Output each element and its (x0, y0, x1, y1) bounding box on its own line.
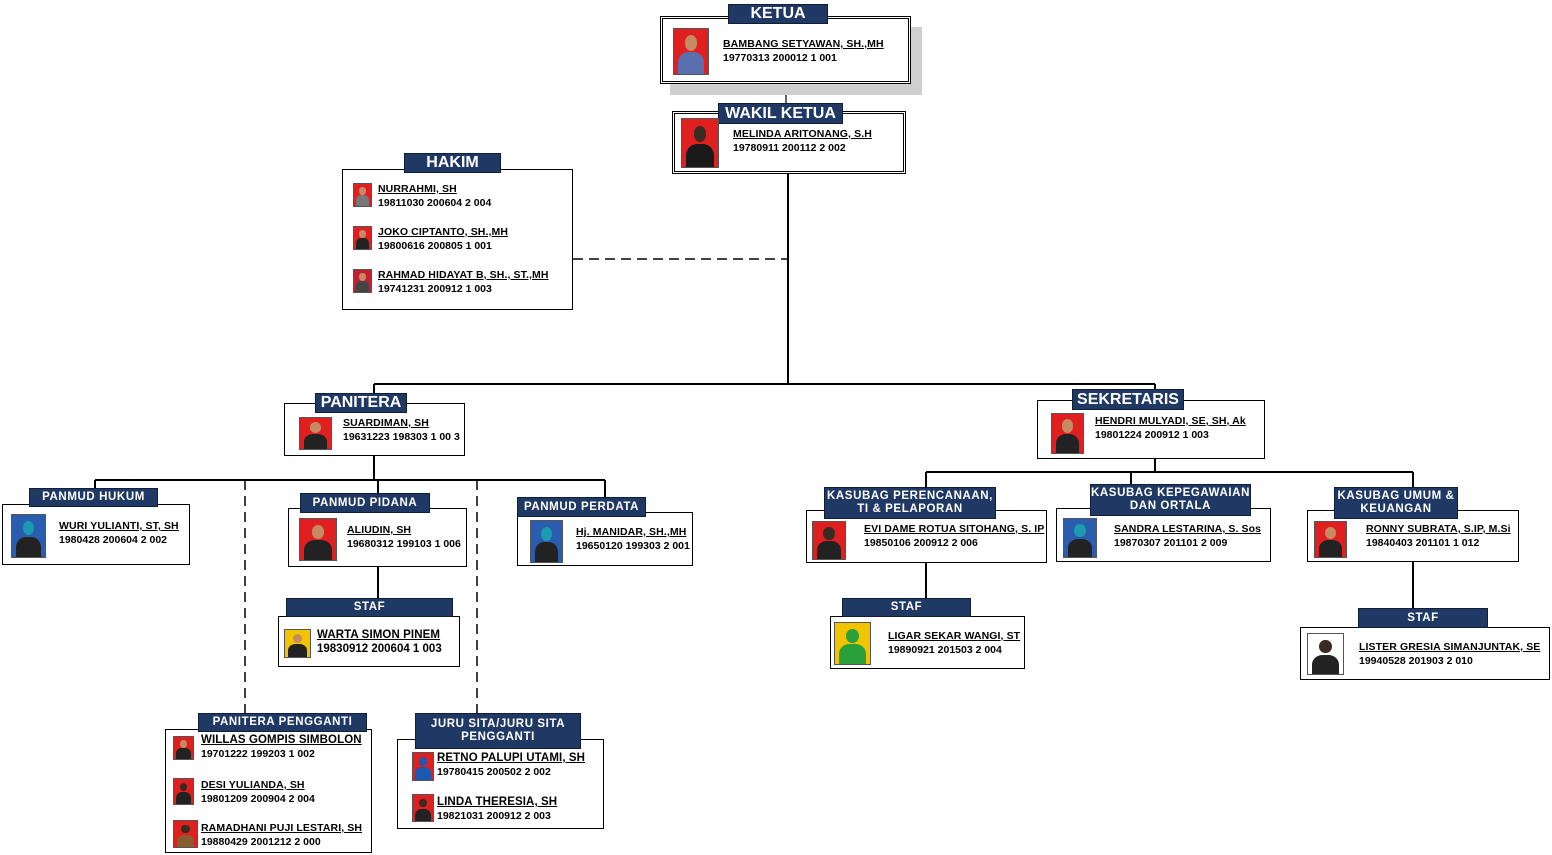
kasubag-kepegawaian-title: KASUBAG KEPEGAWAIAN DAN ORTALA (1090, 484, 1251, 516)
person-name: ALIUDIN, SH (347, 524, 412, 536)
person-nip: 19840403 201101 1 012 (1366, 537, 1480, 549)
staf-pidana-title: STAF (286, 598, 453, 617)
person-nip: 19780911 200112 2 002 (733, 142, 846, 154)
person-photo (173, 736, 194, 760)
person-nip: 19741231 200912 1 003 (378, 283, 492, 295)
person-photo (173, 820, 198, 848)
panmud-perdata-title: PANMUD PERDATA (517, 497, 646, 517)
person-nip: 19811030 200604 2 004 (378, 197, 492, 209)
person-photo (681, 118, 719, 168)
kasubag-umum-title: KASUBAG UMUM & KEUANGAN (1334, 487, 1458, 519)
person-nip: 19800616 200805 1 001 (378, 240, 492, 252)
title-line-2: PENGGANTI (461, 731, 535, 743)
panitera-pengganti-box (165, 729, 372, 853)
person-name: LISTER GRESIA SIMANJUNTAK, SE (1359, 641, 1541, 653)
person-name: SANDRA LESTARINA, S. Sos (1114, 523, 1262, 535)
person-name: DESI YULIANDA, SH (201, 779, 305, 791)
person-name: NURRAHMI, SH (378, 183, 457, 195)
person-name: HENDRI MULYADI, SE, SH, Ak (1095, 415, 1246, 427)
person-nip: 19830912 200604 1 003 (317, 643, 442, 655)
person-nip: 19770313 200012 1 001 (723, 52, 837, 64)
person-name: LIGAR SEKAR WANGI, ST (888, 630, 1021, 642)
person-photo (673, 28, 709, 75)
title-line-1: KASUBAG PERENCANAAN, (827, 490, 993, 503)
hakim-box (342, 169, 573, 310)
person-photo (412, 794, 434, 822)
person-photo (299, 518, 337, 561)
person-nip: 19850106 200912 2 006 (864, 537, 978, 549)
title-line-2: DAN ORTALA (1129, 500, 1212, 512)
person-photo (284, 629, 311, 658)
person-name: RONNY SUBRATA, S.IP, M.Si (1366, 523, 1511, 535)
person-nip: 19631223 198303 1 00 3 (343, 431, 460, 443)
person-photo (353, 269, 372, 293)
person-nip: 19680312 199103 1 006 (347, 538, 461, 550)
person-photo (412, 752, 434, 781)
hakim-title: HAKIM (404, 153, 501, 173)
person-photo (1063, 518, 1097, 558)
person-name: LINDA THERESIA, SH (437, 796, 558, 808)
person-name: EVI DAME ROTUA SITOHANG, S. IP (864, 523, 1045, 535)
panitera-pengganti-title: PANITERA PENGGANTI (198, 713, 367, 732)
person-name: RAMADHANI PUJI LESTARI, SH (201, 822, 363, 834)
staf-umum-title: STAF (1358, 608, 1488, 628)
sekretaris-title: SEKRETARIS (1072, 389, 1184, 410)
person-name: RAHMAD HIDAYAT B, SH., ST.,MH (378, 269, 549, 281)
person-name: JOKO CIPTANTO, SH.,MH (378, 226, 509, 238)
person-nip: 19880429 2001212 2 000 (201, 836, 321, 848)
person-name: RETNO PALUPI UTAMI, SH (437, 752, 586, 764)
person-nip: 19701222 199203 1 002 (201, 748, 315, 760)
person-name: BAMBANG SETYAWAN, SH.,MH (723, 38, 884, 50)
panmud-hukum-title: PANMUD HUKUM (29, 488, 158, 507)
person-nip: 19650120 199303 2 001 (576, 540, 690, 552)
person-name: Hj. MANIDAR, SH.,MH (576, 526, 687, 538)
title-line-1: JURU SITA/JURU SITA (430, 718, 566, 731)
person-photo (173, 778, 194, 805)
title-line-1: KASUBAG UMUM & (1337, 490, 1455, 503)
person-photo (299, 417, 332, 450)
person-photo (353, 226, 372, 250)
person-photo (530, 520, 563, 563)
person-nip: 19821031 200912 2 003 (437, 810, 551, 822)
person-nip: 19780415 200502 2 002 (437, 766, 551, 778)
person-photo (812, 521, 846, 560)
person-photo (11, 514, 46, 558)
person-nip: 19801209 200904 2 004 (201, 793, 315, 805)
person-name: MELINDA ARITONANG, S.H (733, 128, 872, 140)
person-nip: 1980428 200604 2 002 (59, 534, 168, 546)
wakil-title: WAKIL KETUA (718, 103, 843, 124)
person-nip: 19940528 201903 2 010 (1359, 655, 1473, 667)
person-name: SUARDIMAN, SH (343, 417, 429, 429)
title-line-2: TI & PELAPORAN (857, 503, 963, 515)
person-nip: 19801224 200912 1 003 (1095, 429, 1209, 441)
panitera-title: PANITERA (315, 393, 407, 413)
person-photo (353, 183, 372, 207)
title-line-1: KASUBAG KEPEGAWAIAN (1091, 487, 1250, 500)
ketua-title: KETUA (728, 4, 828, 24)
person-nip: 19870307 201101 2 009 (1114, 537, 1228, 549)
person-photo (1314, 521, 1347, 558)
kasubag-perencanaan-title: KASUBAG PERENCANAAN, TI & PELAPORAN (824, 487, 996, 519)
panmud-pidana-title: PANMUD PIDANA (300, 493, 430, 513)
staf-perencanaan-title: STAF (842, 598, 971, 617)
title-line-2: KEUANGAN (1360, 503, 1432, 515)
person-name: WARTA SIMON PINEM (317, 629, 441, 641)
person-photo (1051, 413, 1084, 454)
person-nip: 19890921 201503 2 004 (888, 644, 1002, 656)
person-name: WURI YULIANTI, ST, SH (59, 520, 179, 532)
person-name: WILLAS GOMPIS SIMBOLON (201, 734, 362, 746)
person-photo (834, 622, 871, 665)
person-photo (1307, 633, 1344, 675)
jurusita-title: JURU SITA/JURU SITA PENGGANTI (415, 713, 581, 749)
